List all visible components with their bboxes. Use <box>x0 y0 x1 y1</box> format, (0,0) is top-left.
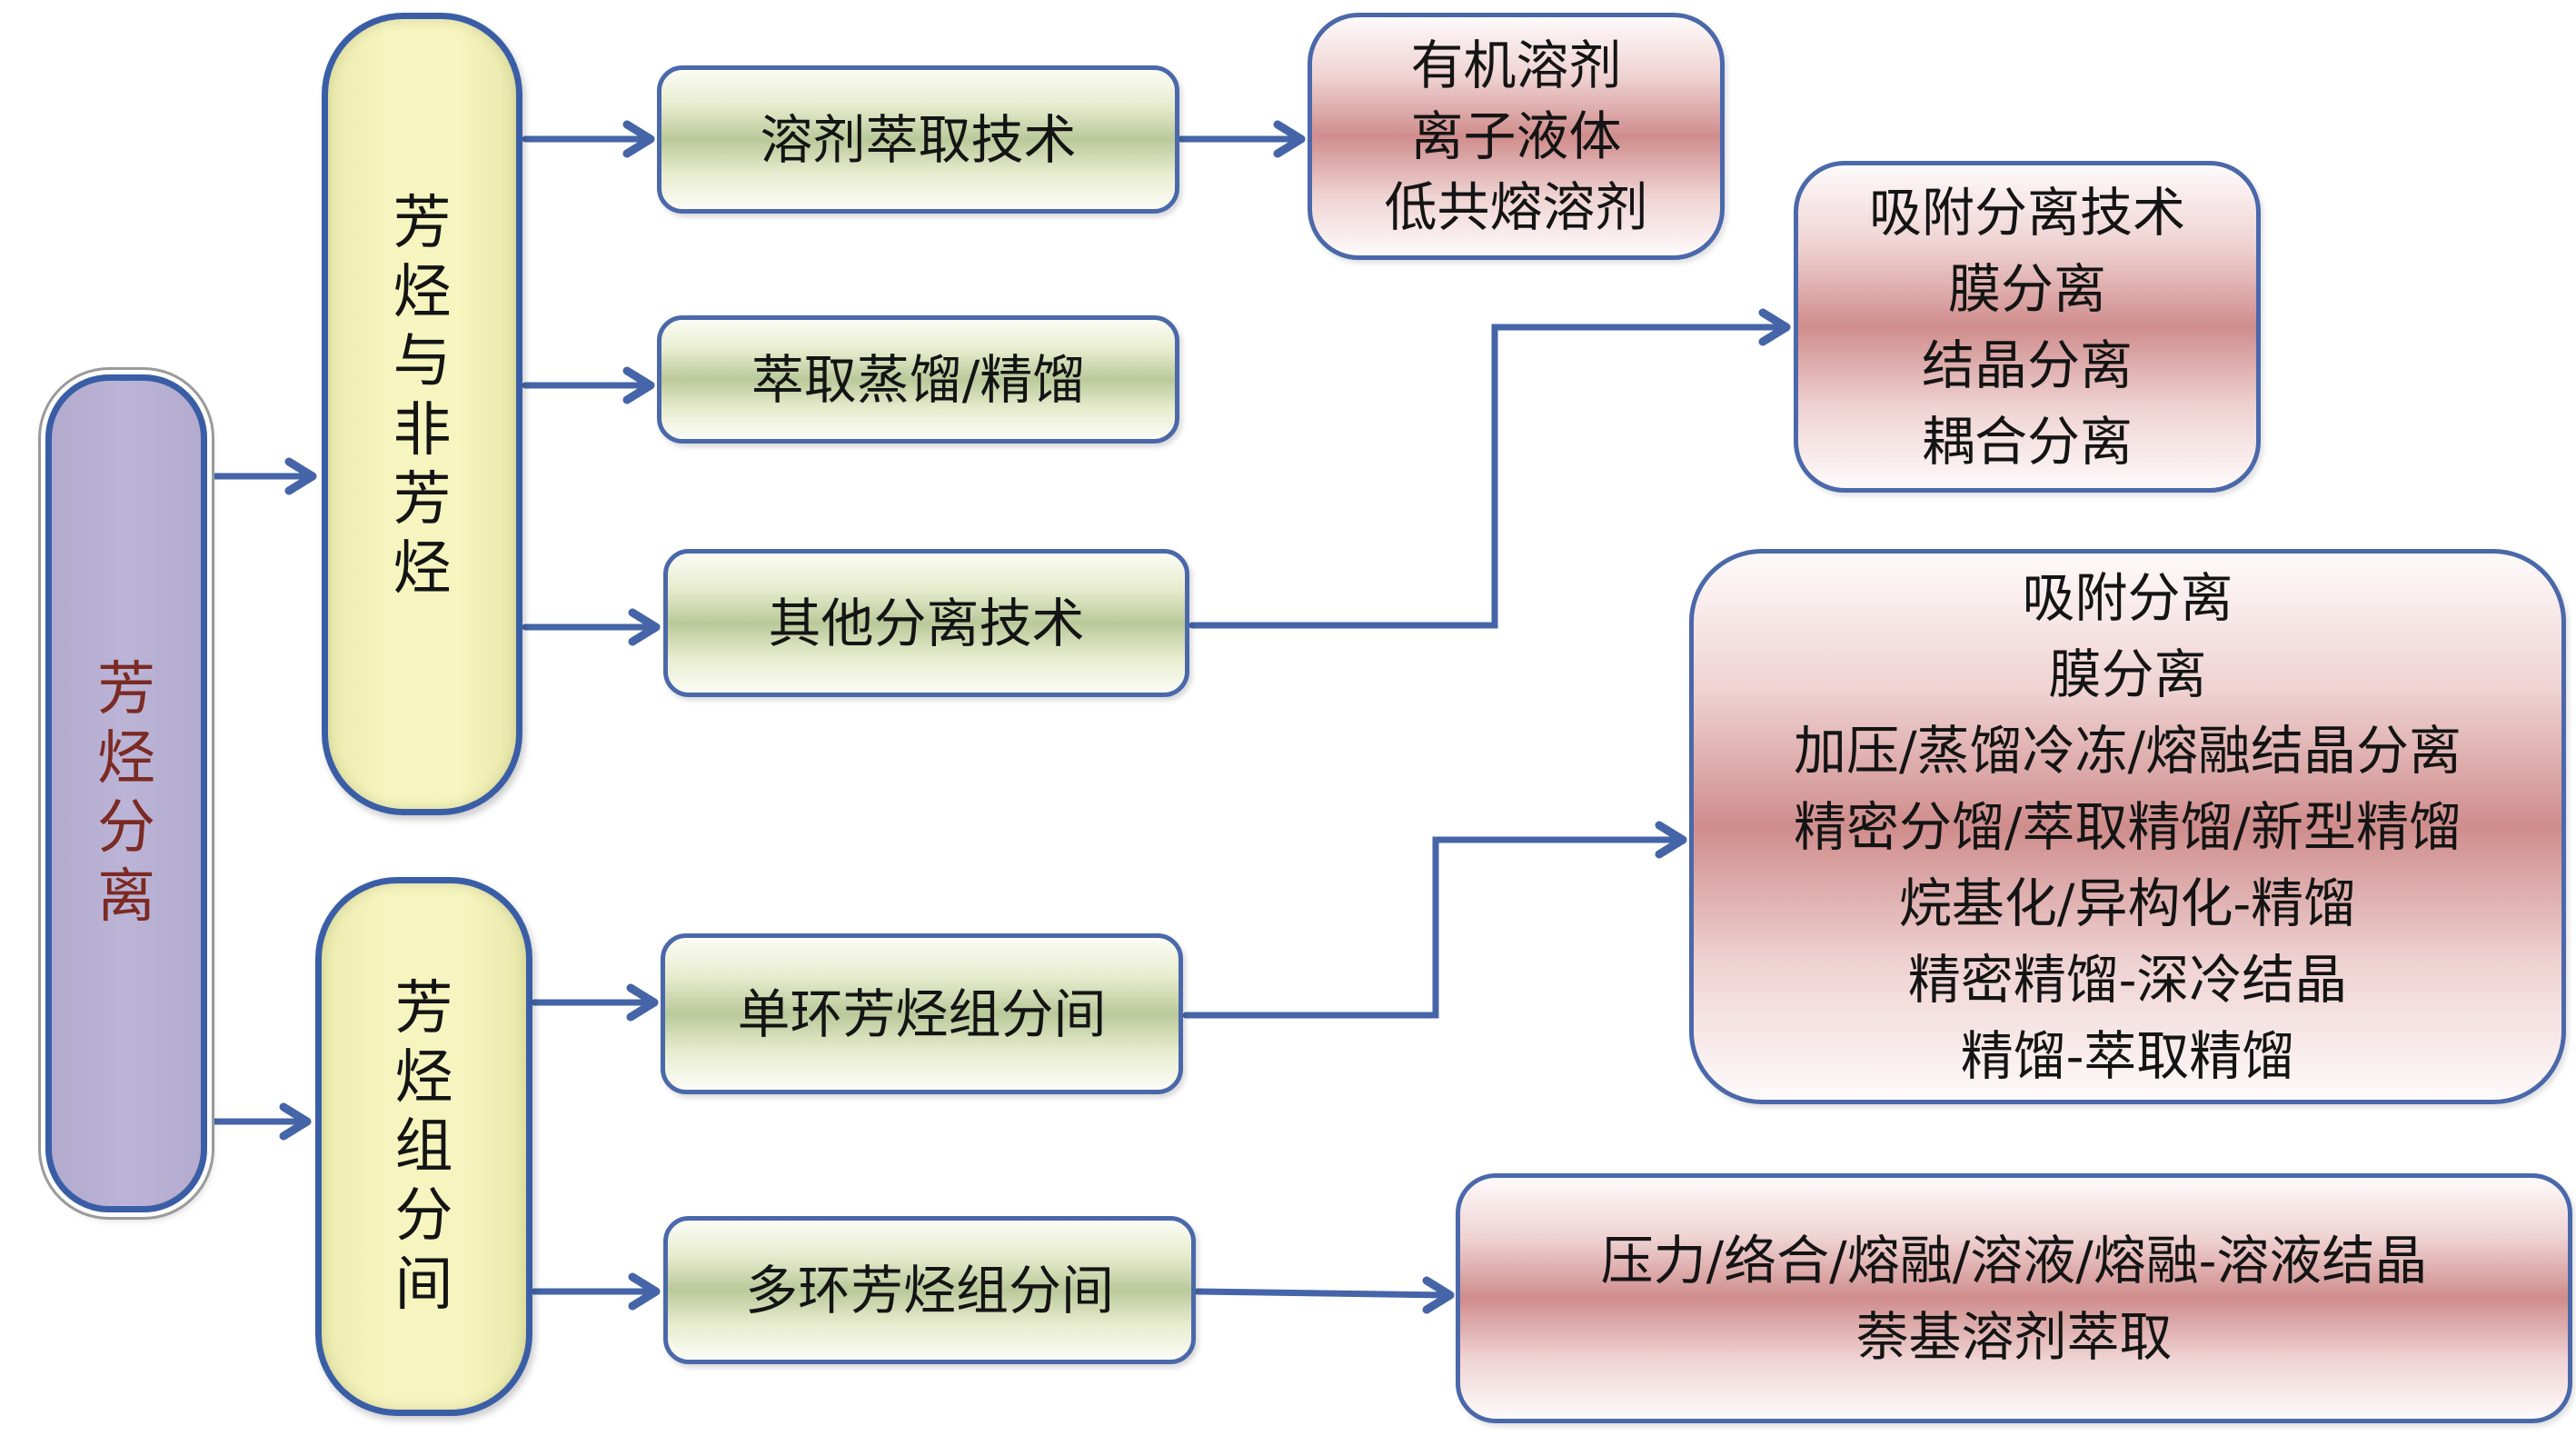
detail-item: 膜分离 <box>2048 643 2207 705</box>
detail-item: 吸附分离技术 <box>1868 181 2185 244</box>
arrowhead-icon <box>628 1272 661 1311</box>
connector-method-3-to-detail <box>1189 324 1786 629</box>
root-label: 芳 烃 分 离 <box>97 656 155 931</box>
detail-item: 离子液体 <box>1410 105 1622 167</box>
method-label: 溶剂萃取技术 <box>760 108 1077 171</box>
arrowhead-icon <box>622 366 655 404</box>
detail-item: 压力/络合/熔融/溶液/熔融-溶液结晶 <box>1600 1229 2428 1291</box>
arrowhead-icon <box>279 1102 312 1141</box>
category-label: 芳 烃 与 非 芳 烃 <box>393 189 452 603</box>
arrowhead-icon <box>1655 821 1687 859</box>
root-node: 芳 烃 分 离 <box>45 374 207 1212</box>
detail-list: 有机溶剂 离子液体 低共熔溶剂 <box>1384 30 1647 243</box>
arrowhead-icon <box>284 457 317 495</box>
connector-method-4-to-detail <box>1182 836 1683 1019</box>
detail-item: 烷基化/异构化-精馏 <box>1898 872 2357 934</box>
detail-list: 吸附分离技术 膜分离 结晶分离 耦合分离 <box>1869 175 2185 480</box>
arrowhead-icon <box>1422 1276 1455 1314</box>
method-label: 多环芳烃组分间 <box>744 1259 1114 1321</box>
detail-item: 低共熔溶剂 <box>1384 176 1648 238</box>
category-label: 芳 烃 组 分 间 <box>394 974 453 1319</box>
detail-item: 结晶分离 <box>1921 334 2133 396</box>
method-node-polycyclic: 多环芳烃组分间 <box>663 1216 1196 1364</box>
detail-list: 吸附分离 膜分离 加压/蒸馏冷冻/熔融结晶分离 精密分馏/萃取精馏/新型精馏 烷… <box>1794 560 2462 1094</box>
method-label: 单环芳烃组分间 <box>737 982 1107 1045</box>
method-label: 其他分离技术 <box>768 592 1085 654</box>
detail-item: 萘基溶剂萃取 <box>1855 1305 2173 1368</box>
arrowhead-icon <box>1273 120 1306 158</box>
detail-node-other-techniques: 吸附分离技术 膜分离 结晶分离 耦合分离 <box>1794 161 2261 493</box>
method-node-other-separation: 其他分离技术 <box>663 549 1189 697</box>
category-node-between-aromatics: 芳 烃 组 分 间 <box>315 877 532 1416</box>
detail-item: 加压/蒸馏冷冻/熔融结晶分离 <box>1793 719 2462 782</box>
method-node-monocyclic: 单环芳烃组分间 <box>661 933 1183 1094</box>
detail-item: 吸附分离 <box>2022 566 2233 629</box>
arrowhead-icon <box>1758 308 1791 346</box>
detail-list: 压力/络合/熔融/溶液/熔融-溶液结晶 萘基溶剂萃取 <box>1601 1222 2428 1375</box>
detail-node-solvents: 有机溶剂 离子液体 低共熔溶剂 <box>1308 13 1725 260</box>
method-node-extractive-distillation: 萃取蒸馏/精馏 <box>657 315 1179 444</box>
detail-item: 有机溶剂 <box>1410 35 1622 96</box>
connector-method-5-to-detail <box>1194 1288 1448 1299</box>
arrowhead-icon <box>622 120 655 158</box>
method-label: 萃取蒸馏/精馏 <box>751 348 1086 411</box>
detail-node-polycyclic-methods: 压力/络合/熔融/溶液/熔融-溶液结晶 萘基溶剂萃取 <box>1456 1173 2572 1423</box>
arrowhead-icon <box>626 983 659 1022</box>
arrowhead-icon <box>628 608 661 646</box>
detail-item: 精密分馏/萃取精馏/新型精馏 <box>1793 795 2462 858</box>
category-node-aromatic-vs-nonaromatic: 芳 烃 与 非 芳 烃 <box>322 13 522 815</box>
detail-item: 精馏-萃取精馏 <box>1960 1024 2295 1087</box>
detail-item: 膜分离 <box>1947 257 2106 320</box>
detail-node-monocyclic-methods: 吸附分离 膜分离 加压/蒸馏冷冻/熔融结晶分离 精密分馏/萃取精馏/新型精馏 烷… <box>1689 549 2566 1104</box>
detail-item: 耦合分离 <box>1921 410 2133 473</box>
method-node-solvent-extraction: 溶剂萃取技术 <box>657 65 1179 214</box>
detail-item: 精密精馏-深冷结晶 <box>1907 948 2348 1011</box>
